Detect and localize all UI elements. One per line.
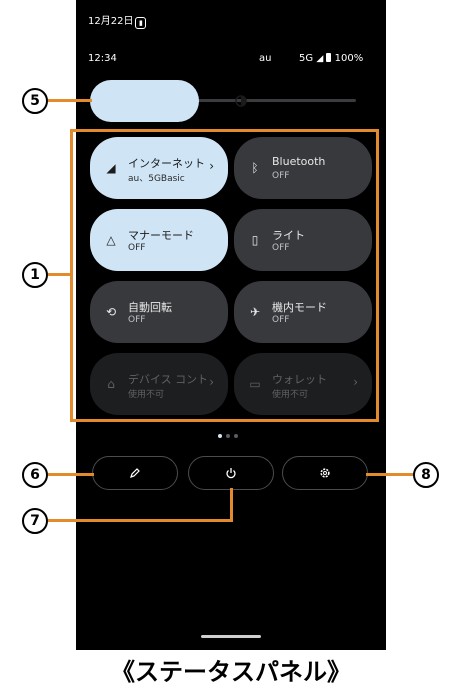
- status-time: 12:34: [88, 53, 117, 64]
- chevron-right-icon: ›: [209, 159, 214, 173]
- tile-label: ライト: [272, 229, 305, 242]
- edit-button[interactable]: [92, 456, 178, 490]
- status-date-row: 12月22日▮: [88, 12, 147, 29]
- callout-6-line: [48, 473, 94, 476]
- brightness-icon: [233, 93, 249, 109]
- brightness-track: [90, 99, 356, 102]
- tile-label: デバイス コントロール: [128, 373, 206, 386]
- bell-icon: △: [106, 233, 116, 247]
- wallet-icon: ▭: [249, 377, 261, 391]
- page-dot: [218, 434, 222, 438]
- airplane-icon: ✈: [249, 305, 261, 319]
- tile-wallet[interactable]: ▭ ウォレット使用不可 ›: [234, 353, 372, 415]
- brightness-fill[interactable]: [90, 80, 199, 122]
- nav-handle[interactable]: [201, 635, 261, 638]
- tile-sublabel: OFF: [272, 171, 290, 181]
- signal-icon: ◢: [106, 161, 116, 175]
- callout-5-line: [48, 99, 92, 102]
- status-icons: 5G ◢ 100%: [299, 53, 363, 64]
- rotate-icon: ⟲: [105, 305, 117, 319]
- tiles-highlight-frame: [70, 129, 379, 422]
- tile-label: インターネット: [128, 157, 205, 170]
- caption: 《ステータスパネル》: [111, 658, 351, 686]
- callout-1: 1: [22, 262, 48, 288]
- status-date: 12月22日: [88, 16, 134, 27]
- tile-label: マナーモード: [128, 229, 194, 242]
- notification-icon: ▮: [135, 17, 147, 29]
- flashlight-icon: ▯: [251, 233, 259, 247]
- page-dot: [226, 434, 230, 438]
- tile-sublabel: au、5GBasic: [128, 174, 185, 184]
- callout-1-line: [48, 273, 72, 276]
- tile-sublabel: 使用不可: [272, 390, 309, 400]
- quick-settings-panel: 12月22日▮ 12:34 au 5G ◢ 100% ◢ インターネット au、5G…: [76, 0, 386, 650]
- tile-label: Bluetooth: [272, 155, 326, 168]
- callout-7-line-h: [48, 519, 233, 522]
- tile-sublabel: OFF: [272, 243, 290, 253]
- tile-sublabel: OFF: [272, 315, 290, 325]
- callout-8-line: [366, 473, 414, 476]
- page-dot: [234, 434, 238, 438]
- callout-8: 8: [413, 462, 439, 488]
- tile-label: 自動回転: [128, 301, 172, 314]
- signal-icon: ◢: [316, 54, 324, 64]
- carrier-label: au: [259, 53, 272, 64]
- chevron-right-icon: ›: [209, 375, 214, 389]
- battery-icon: [326, 53, 332, 62]
- callout-7-line-v: [230, 488, 233, 522]
- home-icon: ⌂: [107, 377, 115, 391]
- gear-icon: [320, 468, 330, 478]
- pencil-icon: [130, 468, 140, 478]
- tile-sublabel: OFF: [128, 315, 146, 325]
- chevron-right-icon: ›: [353, 375, 358, 389]
- network-label: 5G: [299, 53, 314, 64]
- callout-5: 5: [22, 88, 48, 114]
- battery-percent: 100%: [334, 53, 364, 64]
- settings-button[interactable]: [282, 456, 368, 490]
- tile-sublabel: 使用不可: [128, 390, 165, 400]
- tile-sublabel: OFF: [128, 243, 146, 253]
- callout-6: 6: [22, 462, 48, 488]
- power-icon: [226, 468, 236, 479]
- bluetooth-icon: ᛒ: [251, 161, 259, 175]
- tile-signal[interactable]: ◢ インターネット au、5GBasic ›: [90, 137, 228, 199]
- power-button[interactable]: [188, 456, 274, 490]
- callout-7: 7: [22, 508, 48, 534]
- tile-label: 機内モード: [272, 301, 327, 314]
- tile-home[interactable]: ⌂ デバイス コントロール使用不可 ›: [90, 353, 228, 415]
- tile-label: ウォレット: [272, 373, 327, 386]
- brightness-slider[interactable]: [90, 80, 356, 122]
